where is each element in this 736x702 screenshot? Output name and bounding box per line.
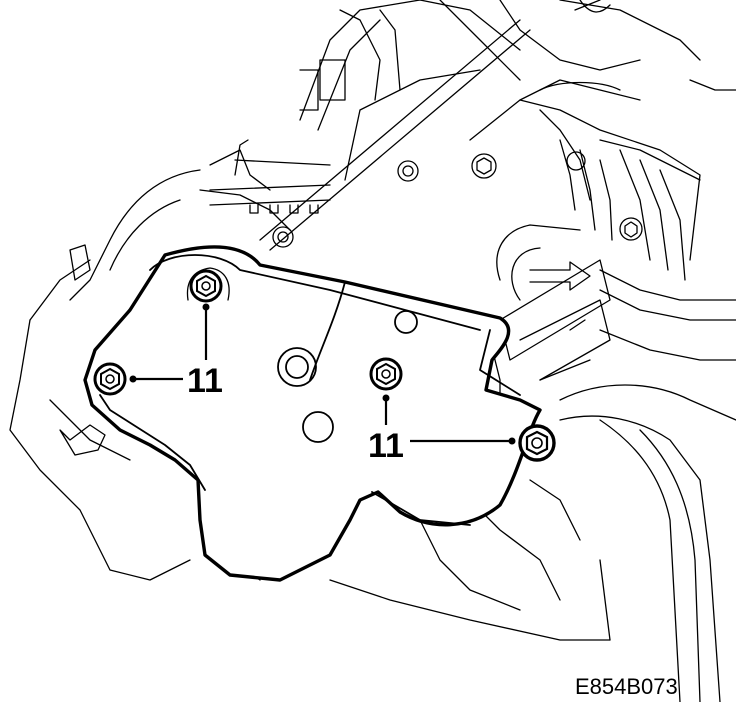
leader-dot — [129, 375, 137, 383]
leader-dot — [508, 437, 516, 445]
bolt-center — [369, 357, 403, 391]
bracket-plate — [83, 245, 542, 582]
figure-id: E854B073 — [575, 674, 678, 699]
bolt-group — [93, 269, 556, 462]
callout-label-a: 11 — [187, 362, 223, 400]
bolt-right — [518, 424, 556, 462]
bolt-upper-left — [189, 269, 223, 303]
leader-dot — [202, 303, 210, 311]
callout-leaders — [129, 303, 516, 445]
background-structure — [9, 0, 736, 702]
leader-dot — [382, 394, 390, 402]
callout-label-b: 11 — [368, 427, 404, 465]
bolt-left — [93, 362, 127, 396]
